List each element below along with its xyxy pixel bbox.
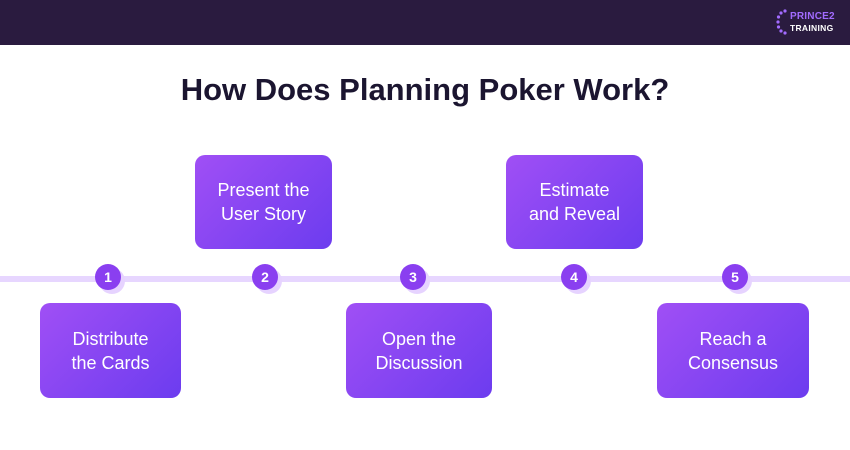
step-5-number: 5: [722, 264, 748, 290]
step-2-card: Present the User Story: [195, 155, 332, 249]
step-1-label-line2: the Cards: [71, 352, 150, 373]
step-1-node: 1: [95, 264, 125, 294]
step-5-label-line2: Consensus: [687, 352, 779, 373]
step-2-label-line1: Present the: [217, 180, 310, 200]
step-5-label-line1: Reach a: [699, 328, 767, 349]
step-4-label-line1: Estimate: [539, 180, 610, 200]
step-2-label-line2: User Story: [220, 204, 307, 224]
top-bar: PRINCE2 TRAINING: [0, 0, 850, 45]
step-3-node: 3: [400, 264, 430, 294]
logo-text-training: TRAINING: [790, 23, 834, 33]
step-1-card: Distribute the Cards: [40, 303, 181, 398]
logo-dots-icon: [776, 9, 787, 35]
step-3-label-line2: Discussion: [375, 352, 463, 373]
step-3-number: 3: [400, 264, 426, 290]
prince2-training-logo: PRINCE2 TRAINING: [776, 8, 836, 38]
step-2-number: 2: [252, 264, 278, 290]
step-5-card: Reach a Consensus: [657, 303, 809, 398]
step-4-card: Estimate and Reveal: [506, 155, 643, 249]
step-3-card: Open the Discussion: [346, 303, 492, 398]
step-5-node: 5: [722, 264, 752, 294]
step-4-number: 4: [561, 264, 587, 290]
step-1-number: 1: [95, 264, 121, 290]
step-3-label-line1: Open the: [381, 328, 457, 349]
step-1-label-line1: Distribute: [72, 328, 149, 349]
step-4-node: 4: [561, 264, 591, 294]
page-title: How Does Planning Poker Work?: [180, 72, 670, 107]
logo-text-prince2: PRINCE2: [790, 11, 835, 22]
step-4-label-line2: and Reveal: [528, 204, 621, 224]
step-2-node: 2: [252, 264, 282, 294]
